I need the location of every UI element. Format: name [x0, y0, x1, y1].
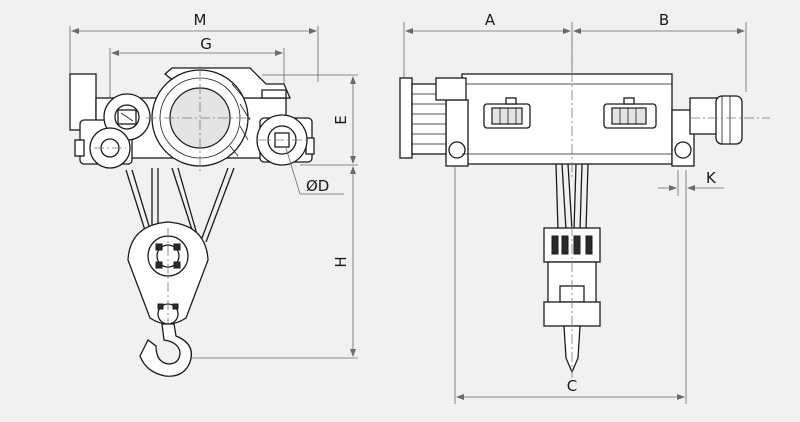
top-bracket: [261, 89, 287, 99]
front-view: A B: [399, 11, 770, 404]
left-wheel: [89, 93, 151, 169]
dimension-m: M: [69, 11, 319, 82]
right-wheel: [256, 114, 308, 166]
right-wheel-hub: [674, 141, 692, 159]
dimension-d: ØD: [285, 147, 344, 195]
label-e: E: [332, 115, 350, 124]
label-h: H: [332, 256, 350, 267]
left-buffer: [74, 139, 85, 157]
dimension-b: B: [573, 11, 747, 92]
front-ropes: [555, 163, 589, 231]
terminal-box: [435, 77, 467, 101]
travel-motor: [690, 95, 770, 145]
hoist-motor: [399, 77, 467, 159]
left-wheel-hub: [448, 141, 466, 159]
dimension-k: K: [658, 169, 724, 196]
label-c: C: [567, 377, 577, 395]
bottom-block: [127, 221, 209, 336]
dimension-h: H: [190, 166, 358, 359]
front-bottom-block: [543, 226, 601, 378]
label-b: B: [659, 11, 669, 29]
label-m: M: [194, 11, 207, 29]
travel-drive-right: [603, 97, 657, 129]
dimension-c: C: [454, 166, 687, 404]
load-hook: [139, 323, 193, 377]
gear-housing: [689, 97, 719, 135]
rope-drum: [146, 66, 254, 172]
label-g: G: [200, 35, 212, 53]
dimension-e: E: [262, 74, 358, 166]
travel-drive-left: [483, 97, 531, 129]
label-d: ØD: [306, 177, 329, 195]
label-k: K: [706, 169, 717, 187]
side-view: M G E H: [69, 11, 358, 377]
motor-fan-cover: [399, 77, 413, 159]
dimension-a: A: [403, 11, 573, 80]
label-a: A: [485, 11, 496, 29]
